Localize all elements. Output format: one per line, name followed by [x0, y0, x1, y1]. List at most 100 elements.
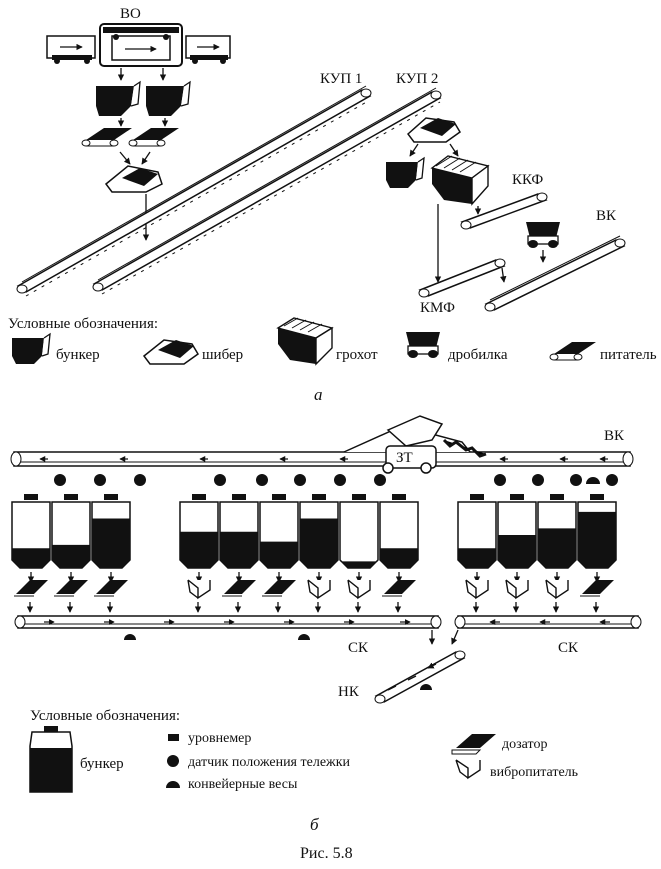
dozator-body: [384, 580, 416, 594]
caption-b: б: [310, 815, 319, 834]
conveyor-kkf: [460, 192, 548, 230]
figure-caption: Рис. 5.8: [300, 845, 353, 862]
conveyor-scales-marker: [124, 634, 136, 640]
bunker: [11, 494, 51, 583]
label-zt: ЗТ: [396, 450, 413, 466]
wagon-tipper: [46, 23, 231, 67]
legend-b-vibropitatel: вибропитатель: [490, 765, 578, 780]
bunker: [219, 494, 259, 583]
part-a-diagram: ВО: [8, 6, 657, 404]
label-nk: НК: [338, 684, 360, 700]
tipper-inner-wagon: [111, 35, 171, 61]
position-sensor: [294, 474, 306, 486]
caption-a: а: [314, 385, 323, 404]
bunker-icon: [386, 156, 425, 188]
vibropitatel-icon: [505, 579, 529, 600]
bunker: [379, 494, 419, 583]
bunker-fill: [458, 548, 496, 568]
dozator-icon: [451, 734, 496, 755]
position-sensor-icon: [167, 755, 179, 767]
flow-arrow: [409, 143, 419, 157]
vibropitatel-body: [505, 579, 529, 600]
label-kkf: ККФ: [512, 172, 543, 188]
vibropitatel-icon: [187, 579, 211, 600]
position-sensor: [256, 474, 268, 486]
wagon-right-wheel: [220, 58, 226, 64]
vibropitatel-icon: [545, 579, 569, 600]
level-gauge: [510, 494, 524, 500]
wagon-right-chassis: [190, 55, 228, 60]
vibropitatel-body: [545, 579, 569, 600]
legend-a-grokhot: грохот: [336, 347, 378, 363]
dozator-icon: [580, 580, 614, 597]
legend-b-datchik: датчик положения тележки: [188, 755, 351, 770]
legend-a-drobilka: дробилка: [448, 347, 508, 363]
label-kmf: КМФ: [420, 300, 455, 316]
legend-b-heading: Условные обозначения:: [30, 708, 180, 724]
shiber-icon: [142, 339, 199, 365]
label-kup1: КУП 1: [320, 71, 362, 87]
label-sk-left: СК: [348, 640, 369, 656]
bunker-row: [11, 494, 617, 583]
level-gauge: [272, 494, 286, 500]
urovnemer-icon: [168, 734, 179, 741]
flow-arrow: [141, 151, 151, 165]
position-sensors: [54, 474, 618, 486]
bunker-fill: [12, 548, 50, 568]
tipper-roller: [163, 34, 169, 40]
feeder-row: [14, 579, 614, 613]
grokhot-icon: [276, 317, 334, 366]
dozator-icon: [382, 580, 416, 597]
position-sensor: [494, 474, 506, 486]
bunker: [51, 494, 91, 583]
bunker: [537, 494, 577, 583]
level-gauge: [392, 494, 406, 500]
position-sensor: [532, 474, 544, 486]
bunker-fill: [538, 528, 576, 568]
conveyor-scales-marker: [420, 684, 432, 690]
position-sensor: [374, 474, 386, 486]
conveyor-scales-icon: [166, 781, 180, 788]
position-sensor: [134, 474, 146, 486]
dozator-body: [582, 580, 614, 594]
level-gauge: [352, 494, 366, 500]
label-sk-right: СК: [558, 640, 579, 656]
flow-arrow: [499, 267, 507, 283]
vibropitatel-icon: [307, 579, 331, 600]
flow-arrow: [449, 143, 459, 157]
vibropitatel-body: [187, 579, 211, 600]
level-gauge: [64, 494, 78, 500]
bunker: [457, 494, 497, 583]
dozator-body: [56, 580, 88, 594]
conveyor-kup2: [92, 87, 442, 295]
vibropitatel-body: [465, 579, 489, 600]
label-vk-a: ВК: [596, 208, 617, 224]
bunker-fill: [340, 560, 378, 568]
bunker: [179, 494, 219, 583]
level-gauge: [470, 494, 484, 500]
feeder-icon: [549, 342, 596, 361]
bunker-fill: [300, 518, 338, 568]
dozator-icon: [222, 580, 256, 597]
label-vo: ВО: [120, 6, 141, 22]
conveyor-nk: [374, 650, 466, 704]
legend-a-shiber: шибер: [202, 347, 243, 363]
level-gauge: [590, 494, 604, 500]
vibropitatel-icon: [455, 759, 481, 780]
dozator-icon: [54, 580, 88, 597]
label-vk-b: ВК: [604, 428, 625, 444]
position-sensor: [570, 474, 582, 486]
bunker: [497, 494, 537, 583]
wagon-left-wheel: [84, 58, 90, 64]
upper-conveyor: [10, 425, 634, 467]
dozator-body: [16, 580, 48, 594]
conveyor-sk-left: [14, 615, 442, 640]
level-gauge: [24, 494, 38, 500]
conveyor-scales-marker: [586, 477, 600, 484]
bunker: [577, 494, 617, 583]
bunker: [299, 494, 339, 583]
grokhot-icon: [430, 155, 490, 206]
bunker-fill: [52, 544, 90, 568]
bunker-fill: [92, 518, 130, 568]
